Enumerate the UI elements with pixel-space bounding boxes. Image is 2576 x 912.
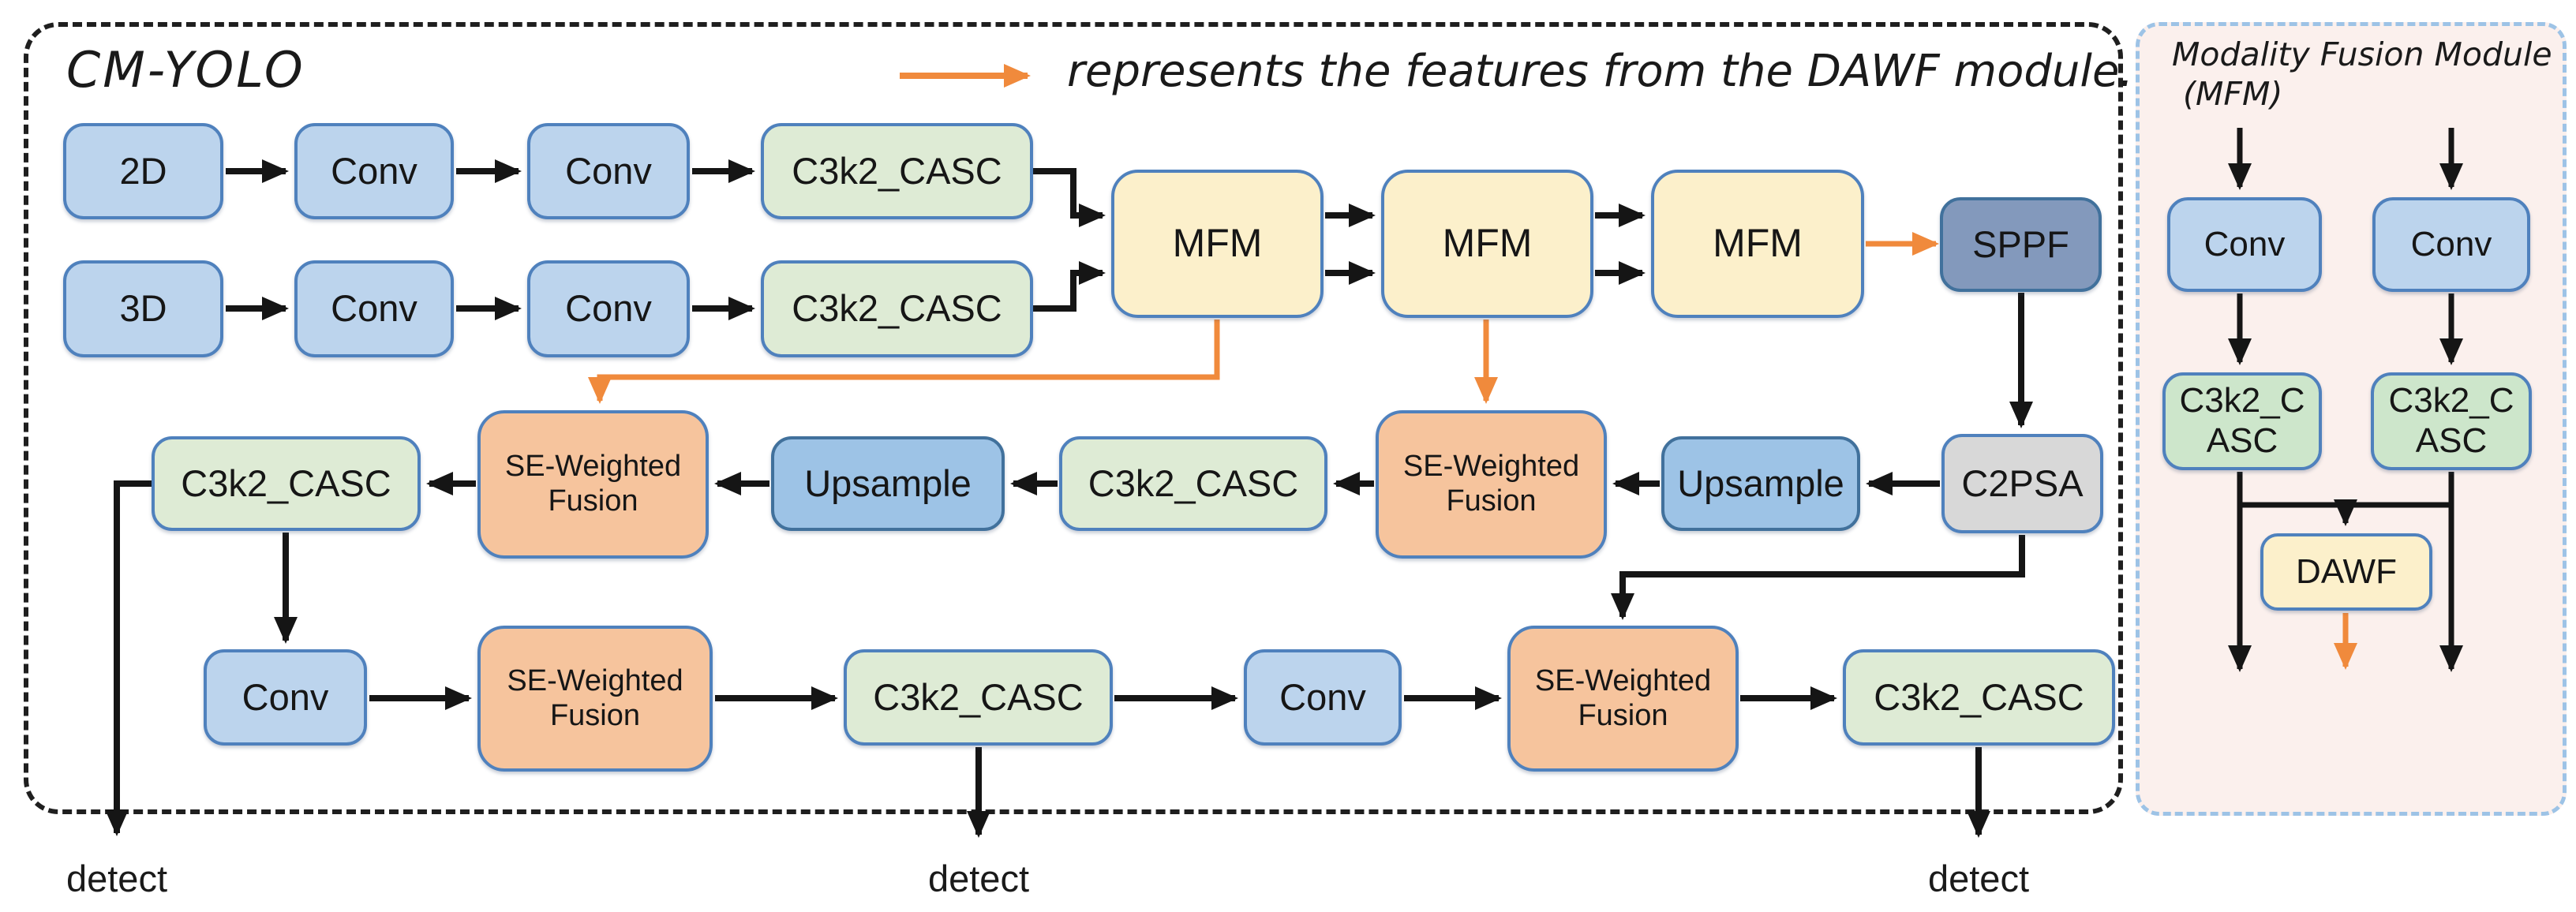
node-mfm-3: MFM [1651,170,1864,318]
node-c2psa: C2PSA [1941,434,2103,533]
legend-text: represents the features from the DAWF mo… [1067,46,2134,97]
detect-label-3: detect [1927,858,2030,899]
node-neck-sefusion-left: SE-Weighted Fusion [477,410,709,559]
panel-node-dawf: DAWF [2260,533,2432,611]
node-sppf: SPPF [1940,197,2102,292]
node-input-2d: 2D [63,123,223,219]
detect-label-1: detect [66,858,168,899]
node-mfm-1: MFM [1111,170,1324,318]
node-c3k2-3d: C3k2_CASC [761,260,1033,357]
arrow-c3k2-left-to-detect1 [105,480,152,836]
panel-node-c3k2-right: C3k2_C ASC [2371,372,2532,470]
node-head-c3k2-left: C3k2_CASC [844,649,1113,746]
mfm-panel-title-line1: Modality Fusion Module [2172,36,2552,73]
panel-node-c3k2-left: C3k2_C ASC [2162,372,2322,470]
node-mfm-2: MFM [1381,170,1593,318]
node-conv-2d-1: Conv [294,123,454,219]
detect-label-2: detect [927,858,1030,899]
panel-node-conv-left: Conv [2167,197,2322,292]
node-head-sefusion-left: SE-Weighted Fusion [477,626,713,772]
node-head-conv-right: Conv [1244,649,1402,746]
node-neck-sefusion-right: SE-Weighted Fusion [1376,410,1607,559]
dawf-wire-mfm1-to-fusion-left [588,320,1220,404]
arrow-c2psa-to-head-fusion-right [1611,535,2025,620]
node-neck-upsample-right: Upsample [1661,436,1860,531]
arrow-c3k2-2d-to-mfm1 [1033,168,1106,227]
node-neck-c3k2-mid: C3k2_CASC [1059,436,1327,531]
node-conv-3d-2: Conv [527,260,690,357]
node-head-conv-left: Conv [204,649,367,746]
node-conv-2d-2: Conv [527,123,690,219]
node-input-3d: 3D [63,260,223,357]
mfm-panel-title-line2: (MFM) [2183,75,2283,114]
node-neck-c3k2-left: C3k2_CASC [152,436,421,531]
node-head-sefusion-right: SE-Weighted Fusion [1507,626,1739,772]
mfm-panel-title: Modality Fusion Module (MFM) [2172,35,2552,114]
node-neck-upsample-left: Upsample [771,436,1005,531]
diagram-title: CM-YOLO [66,41,305,99]
node-head-c3k2-right: C3k2_CASC [1843,649,2115,746]
panel-node-conv-right: Conv [2372,197,2530,292]
node-conv-3d-1: Conv [294,260,454,357]
arrow-c3k2-3d-to-mfm1 [1033,261,1106,312]
node-c3k2-2d: C3k2_CASC [761,123,1033,219]
